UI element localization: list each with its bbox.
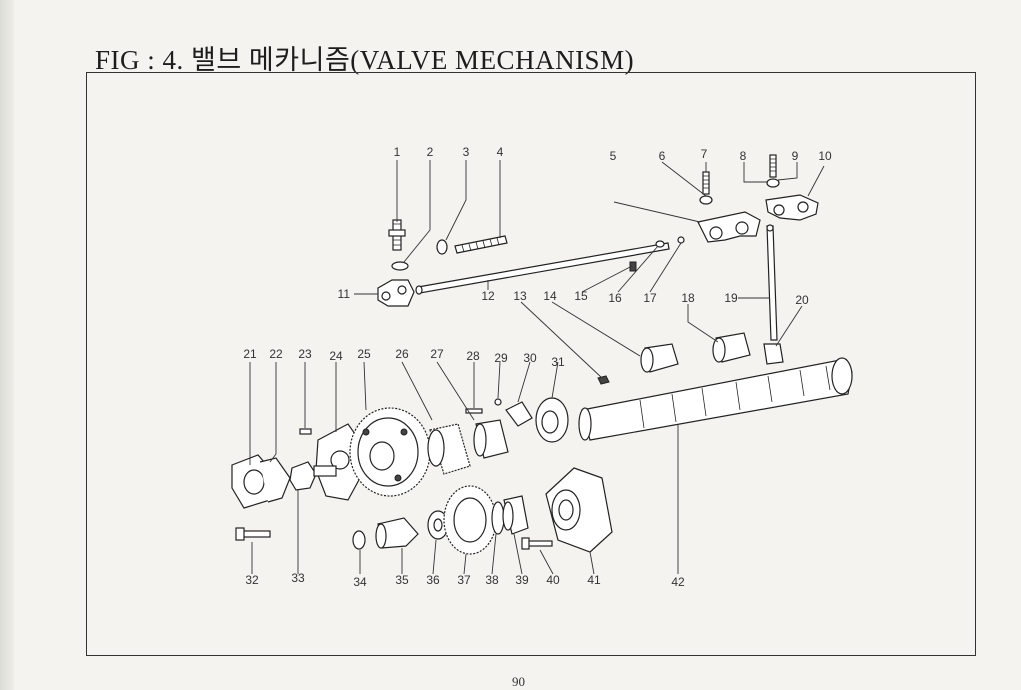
bolt-part-33 xyxy=(289,461,337,491)
callout-30: 30 xyxy=(523,351,537,365)
callout-28: 28 xyxy=(466,349,480,363)
sleeve-part-27 xyxy=(473,419,509,459)
gear-part-37 xyxy=(443,485,497,555)
callout-21: 21 xyxy=(243,347,257,361)
adjusting-screw-part-9 xyxy=(769,154,777,178)
callout-18: 18 xyxy=(681,291,695,305)
callout-13: 13 xyxy=(513,289,527,303)
callout-4: 4 xyxy=(497,145,504,159)
callout-20: 20 xyxy=(795,293,809,307)
callout-35: 35 xyxy=(395,573,409,587)
callout-41: 41 xyxy=(587,573,601,587)
camshaft-part-42 xyxy=(578,357,853,441)
callout-12: 12 xyxy=(481,289,495,303)
bolt-part-28 xyxy=(465,408,483,414)
callout-15: 15 xyxy=(574,289,588,303)
figure-title: FIG : 4. 밸브 메카니즘(VALVE MECHANISM) xyxy=(95,45,635,75)
callout-37: 37 xyxy=(457,573,471,587)
bolt-part-23 xyxy=(299,428,312,435)
callout-33: 33 xyxy=(291,571,305,585)
callout-39: 39 xyxy=(515,573,529,587)
callout-25: 25 xyxy=(357,347,371,361)
bearing-part-31 xyxy=(535,397,569,443)
gear-part-26 xyxy=(427,423,471,475)
spring-part-4 xyxy=(454,235,508,254)
callout-16: 16 xyxy=(608,291,622,305)
bushing-part-39 xyxy=(502,495,529,535)
callout-1: 1 xyxy=(394,145,401,159)
lock-nut-part-6 xyxy=(699,195,713,205)
callout-14: 14 xyxy=(543,289,557,303)
bracket-part-11 xyxy=(377,279,415,307)
cam-gear-part-25 xyxy=(349,407,431,497)
callout-29: 29 xyxy=(494,351,508,365)
lock-nut-part-8 xyxy=(766,178,780,188)
rocker-shaft-part-12 xyxy=(415,242,670,295)
callout-27: 27 xyxy=(430,347,444,361)
adjusting-screw-part-1 xyxy=(388,219,406,251)
callout-24: 24 xyxy=(329,349,343,363)
bolt-part-40 xyxy=(521,537,553,550)
leader-lines xyxy=(249,160,825,575)
callout-3: 3 xyxy=(463,145,470,159)
shaft-part-35 xyxy=(375,517,419,549)
callout-42: 42 xyxy=(671,575,685,589)
callout-34: 34 xyxy=(353,575,367,589)
scan-edge xyxy=(0,0,14,690)
rocker-arm-part-5 xyxy=(697,211,761,243)
plate-part-30 xyxy=(505,401,533,427)
rocker-arm-part-10 xyxy=(765,194,819,221)
callout-40: 40 xyxy=(546,573,560,587)
callout-23: 23 xyxy=(298,347,312,361)
callout-2: 2 xyxy=(427,145,434,159)
washer-part-29 xyxy=(494,398,502,406)
callout-5: 5 xyxy=(610,149,617,163)
callout-32: 32 xyxy=(245,573,259,587)
diagram-frame xyxy=(86,72,976,656)
key-part-13 xyxy=(597,375,610,385)
callout-6: 6 xyxy=(659,149,666,163)
callout-19: 19 xyxy=(724,291,738,305)
callout-26: 26 xyxy=(395,347,409,361)
washer-part-2 xyxy=(391,261,409,271)
page-number: 90 xyxy=(512,674,525,689)
housing-part-41 xyxy=(545,467,613,553)
callout-17: 17 xyxy=(643,291,657,305)
snap-ring-part-34 xyxy=(352,530,366,550)
tappet-part-20 xyxy=(763,343,784,365)
plug-part-16 xyxy=(655,240,665,248)
pin-part-15 xyxy=(629,261,637,272)
callout-labels: 1 2 3 4 5 6 7 8 9 10 11 12 13 14 15 16 1… xyxy=(243,145,832,589)
callout-36: 36 xyxy=(426,573,440,587)
callout-9: 9 xyxy=(792,149,799,163)
adjusting-screw-part-7 xyxy=(702,171,710,195)
callout-22: 22 xyxy=(269,347,283,361)
washer-part-36 xyxy=(427,510,449,540)
spring-seat-part-3 xyxy=(436,239,448,255)
callout-11: 11 xyxy=(338,287,351,301)
spacer-part-38 xyxy=(491,501,505,535)
callout-7: 7 xyxy=(701,147,708,161)
bushing-part-18 xyxy=(712,332,751,363)
callout-8: 8 xyxy=(740,149,747,163)
ball-part-17 xyxy=(677,236,685,244)
callout-10: 10 xyxy=(818,149,832,163)
callout-38: 38 xyxy=(485,573,499,587)
push-rod-part-19 xyxy=(766,224,778,341)
callout-31: 31 xyxy=(551,355,565,369)
bushing-part-14 xyxy=(640,343,679,373)
bolt-part-32 xyxy=(235,527,271,541)
